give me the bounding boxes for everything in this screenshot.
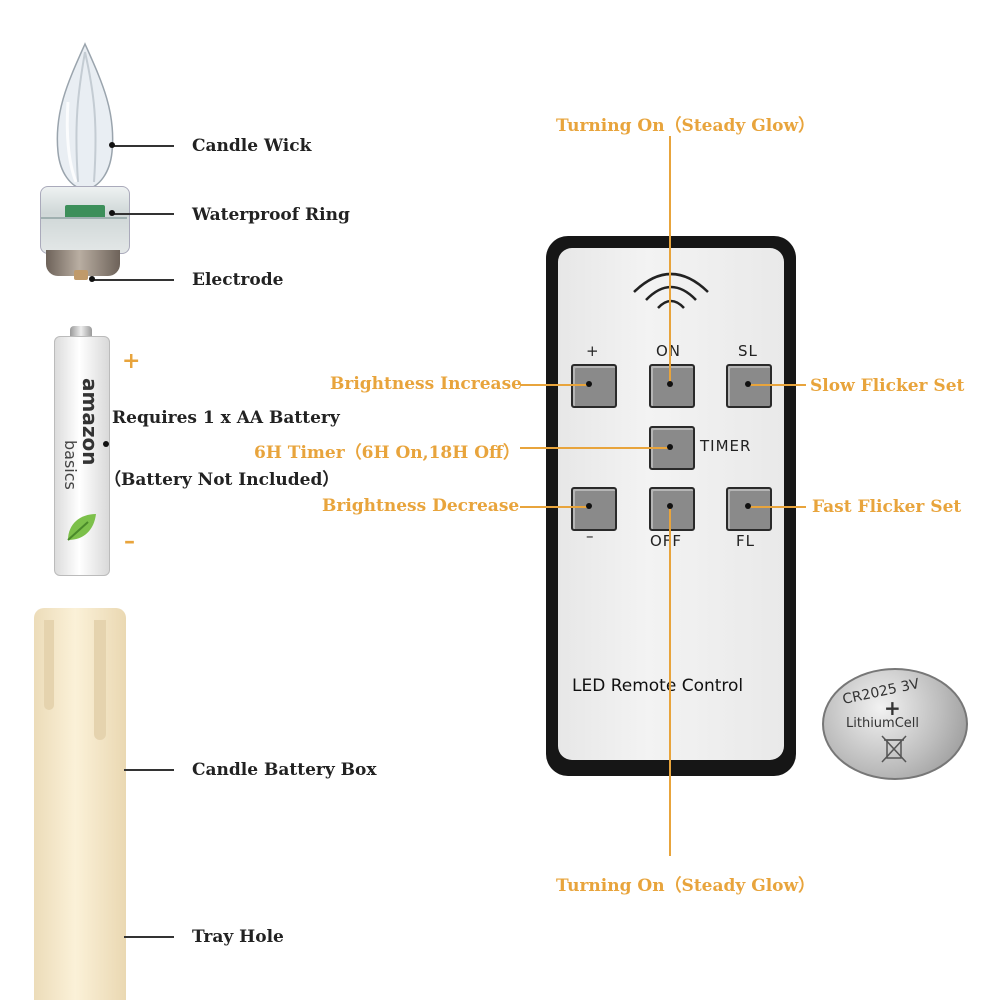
waterproof-ring-leader (112, 213, 174, 215)
turning-on-top-leader (669, 136, 671, 384)
timer-label: 6H Timer（6H On,18H Off） (254, 443, 520, 463)
brightness-increase-leader (520, 384, 588, 386)
waterproof-ring-image (40, 186, 130, 254)
leaf-icon (67, 514, 96, 541)
battery-box-leader (124, 769, 174, 771)
fast-flicker-leader (748, 506, 806, 508)
slow-flicker-dot (745, 381, 751, 387)
candle-wick-leader (112, 145, 174, 147)
slow-flicker-leader (748, 384, 806, 386)
brightness-increase-dot (586, 381, 592, 387)
off-button-dot (667, 503, 673, 509)
coin-model-text: CR2025 3V (841, 676, 921, 708)
battery-brand-sub: basics (61, 440, 80, 490)
brightness-increase-label: Brightness Increase (330, 374, 522, 394)
remote-brand-text: LED Remote Control (572, 676, 744, 696)
timer-dot (667, 444, 673, 450)
battery-dot (103, 441, 109, 447)
on-button-dot (667, 381, 673, 387)
remote-minus-text: – (586, 527, 595, 545)
brightness-decrease-button[interactable] (571, 487, 617, 531)
turning-on-bottom-leader (669, 506, 671, 856)
brightness-decrease-dot (586, 503, 592, 509)
battery-requirement-label: Requires 1 x AA Battery (112, 408, 340, 428)
coin-type-text: LithiumCell (846, 716, 920, 731)
brightness-increase-button[interactable] (571, 364, 617, 408)
signal-icon (633, 272, 709, 309)
tray-hole-label: Tray Hole (192, 927, 284, 947)
tray-hole-leader (124, 936, 174, 938)
coin-cell-battery: CR2025 3V + LithiumCell (822, 668, 968, 780)
turning-on-top-label: Turning On（Steady Glow） (556, 116, 816, 136)
electrode-dot (89, 276, 95, 282)
timer-leader (520, 447, 670, 449)
battery-minus-sign: – (124, 528, 135, 554)
remote-off-text: OFF (650, 532, 683, 550)
candle-battery-box-image (34, 608, 126, 1000)
battery-note-label: （Battery Not Included） (104, 470, 340, 490)
battery-plus-sign: + (122, 348, 141, 374)
coin-plus-text: + (884, 696, 901, 720)
remote-plus-text: + (586, 342, 600, 360)
battery-brand: amazon (78, 378, 102, 466)
off-button[interactable] (649, 487, 695, 531)
waterproof-ring-label: Waterproof Ring (192, 205, 350, 225)
fast-flicker-button[interactable] (726, 487, 772, 531)
electrode-image (46, 250, 120, 280)
waterproof-ring-dot (109, 210, 115, 216)
battery-box-label: Candle Battery Box (192, 760, 377, 780)
electrode-leader (92, 279, 174, 281)
brightness-decrease-leader (520, 506, 588, 508)
slow-flicker-label: Slow Flicker Set (810, 376, 965, 396)
candle-wick-image (56, 42, 114, 191)
remote-on-text: ON (656, 342, 681, 360)
turning-on-bottom-label: Turning On（Steady Glow） (556, 876, 816, 896)
candle-wick-dot (109, 142, 115, 148)
recycle-bin-crossed-icon (881, 735, 907, 763)
fast-flicker-dot (745, 503, 751, 509)
electrode-label: Electrode (192, 270, 284, 290)
candle-wick-label: Candle Wick (192, 136, 312, 156)
remote-timer-text: TIMER (700, 437, 752, 455)
fast-flicker-label: Fast Flicker Set (812, 497, 962, 517)
remote-fl-text: FL (736, 532, 755, 550)
remote-sl-text: SL (738, 342, 758, 360)
battery-cap (70, 326, 92, 338)
brightness-decrease-label: Brightness Decrease (322, 496, 520, 516)
